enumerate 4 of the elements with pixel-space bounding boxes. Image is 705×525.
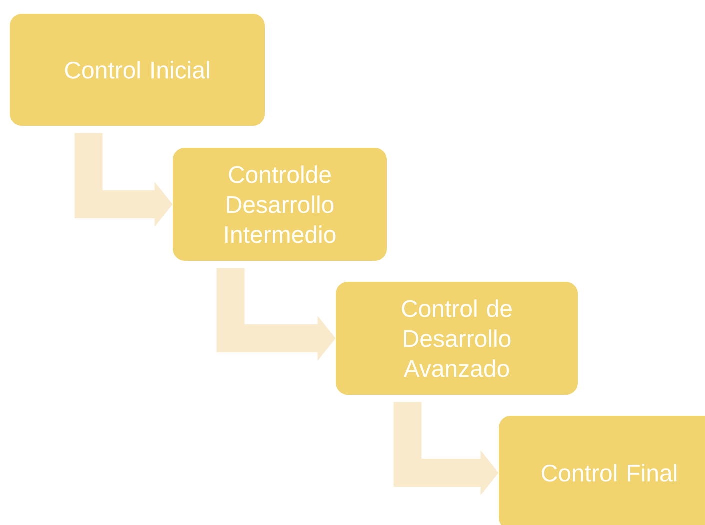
- process-box: Control Final: [499, 416, 705, 525]
- process-box: Control Inicial: [10, 14, 265, 126]
- process-box: Control de Desarrollo Avanzado: [336, 282, 578, 395]
- process-box: Controlde Desarrollo Intermedio: [173, 148, 387, 261]
